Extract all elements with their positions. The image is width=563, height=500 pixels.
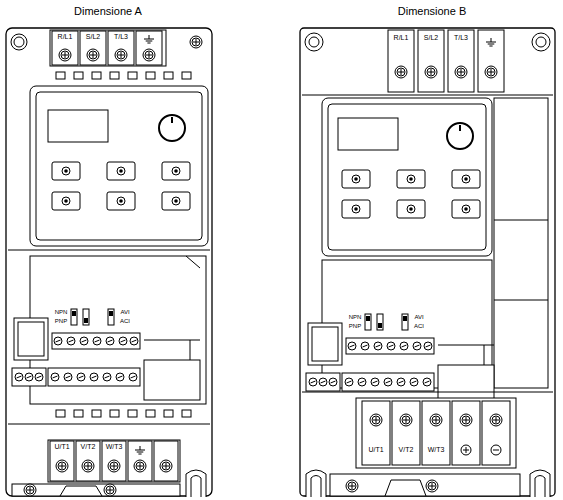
switch-label: NPN xyxy=(54,309,69,315)
terminal-label: R/L1 xyxy=(57,33,74,40)
switch-label: AVI xyxy=(413,314,424,320)
switch-label: AVI xyxy=(119,309,130,315)
terminal-label: V/T2 xyxy=(398,446,415,453)
terminal-label: S/L2 xyxy=(423,34,439,41)
terminal-label: V/T2 xyxy=(80,443,97,450)
terminal-label: R/L1 xyxy=(393,34,410,41)
switch-label: PNP xyxy=(54,318,68,324)
frame-heading: Dimensione A xyxy=(74,6,142,17)
switch-label: ACI xyxy=(119,318,131,324)
switch-label: NPN xyxy=(348,314,363,320)
terminal-label: U/T1 xyxy=(53,443,70,450)
switch-label: ACI xyxy=(413,323,425,329)
terminal-label: W/T3 xyxy=(105,443,124,450)
switch-label: PNP xyxy=(348,323,362,329)
terminal-label: T/L3 xyxy=(113,33,129,40)
terminal-label: T/L3 xyxy=(453,34,469,41)
terminal-label: U/T1 xyxy=(367,446,384,453)
terminal-label: S/L2 xyxy=(85,33,101,40)
terminal-label: W/T3 xyxy=(427,446,446,453)
frame-heading: Dimensione B xyxy=(398,6,466,17)
